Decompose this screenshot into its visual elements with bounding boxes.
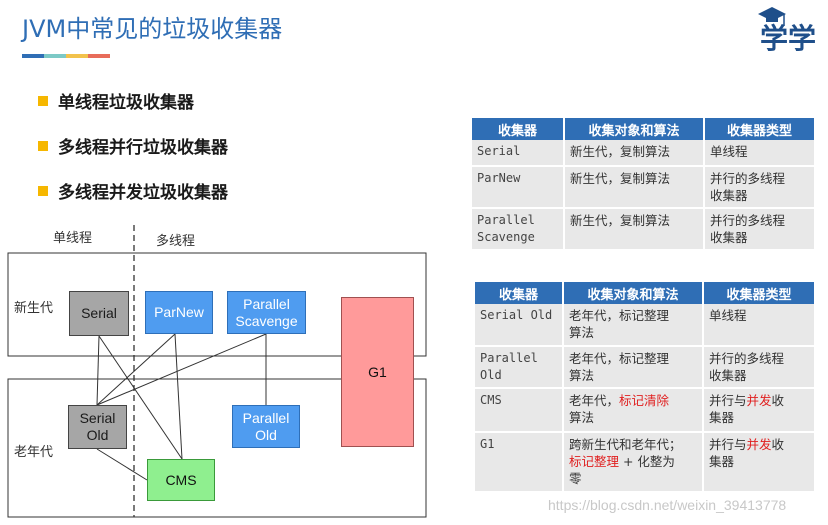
- table-row: G1 跨新生代和老年代；标记整理 + 化整为零 并行与并发收集器: [475, 432, 814, 493]
- watermark: https://blog.csdn.net/weixin_39413778: [548, 497, 787, 513]
- old-collectors-table: 收集器 收集对象和算法 收集器类型 Serial Old 老年代，标记整理算法 …: [475, 282, 814, 493]
- table-row: CMS 老年代，标记清除算法 并行与并发收集器: [475, 388, 814, 433]
- old-gen-label: 老年代: [14, 445, 54, 460]
- header-algorithm: 收集对象和算法: [563, 282, 704, 304]
- single-thread-label: 单线程: [53, 231, 93, 246]
- collector-diagram: [7, 225, 427, 518]
- table-row: Serial 新生代，复制算法 单线程: [472, 140, 814, 167]
- mortarboard-logo-icon: 学 学: [758, 7, 816, 55]
- svg-text:学: 学: [788, 22, 816, 55]
- header-type: 收集器类型: [703, 282, 814, 304]
- table-row: ParNew 新生代，复制算法 并行的多线程收集器: [472, 166, 814, 209]
- header-collector: 收集器: [472, 118, 565, 140]
- bullet-concurrent: 多线程并发垃圾收集器: [38, 178, 228, 203]
- svg-text:学: 学: [760, 22, 788, 55]
- cms-node: CMS: [147, 459, 215, 501]
- table-row: Serial Old 老年代，标记整理算法 单线程: [475, 304, 814, 347]
- young-gen-region: [7, 252, 427, 357]
- title-accent-bar: [22, 54, 110, 58]
- header-algorithm: 收集对象和算法: [564, 118, 705, 140]
- parnew-node: ParNew: [145, 291, 213, 334]
- bullet-parallel: 多线程并行垃圾收集器: [38, 133, 228, 158]
- header-collector: 收集器: [475, 282, 564, 304]
- old-gen-region: [7, 378, 427, 518]
- young-collectors-table: 收集器 收集对象和算法 收集器类型 Serial 新生代，复制算法 单线程 Pa…: [472, 118, 814, 251]
- compat-lines: [96, 333, 267, 481]
- table-header-row: 收集器 收集对象和算法 收集器类型: [475, 282, 814, 304]
- g1-node: G1: [341, 297, 414, 447]
- young-gen-label: 新生代: [14, 301, 54, 316]
- page-title: JVM中常见的垃圾收集器: [22, 15, 283, 43]
- table-header-row: 收集器 收集对象和算法 收集器类型: [472, 118, 814, 140]
- bullet-single-thread: 单线程垃圾收集器: [38, 88, 194, 113]
- serial-node: Serial: [69, 291, 129, 336]
- multi-thread-label: 多线程: [156, 234, 196, 249]
- header-type: 收集器类型: [704, 118, 814, 140]
